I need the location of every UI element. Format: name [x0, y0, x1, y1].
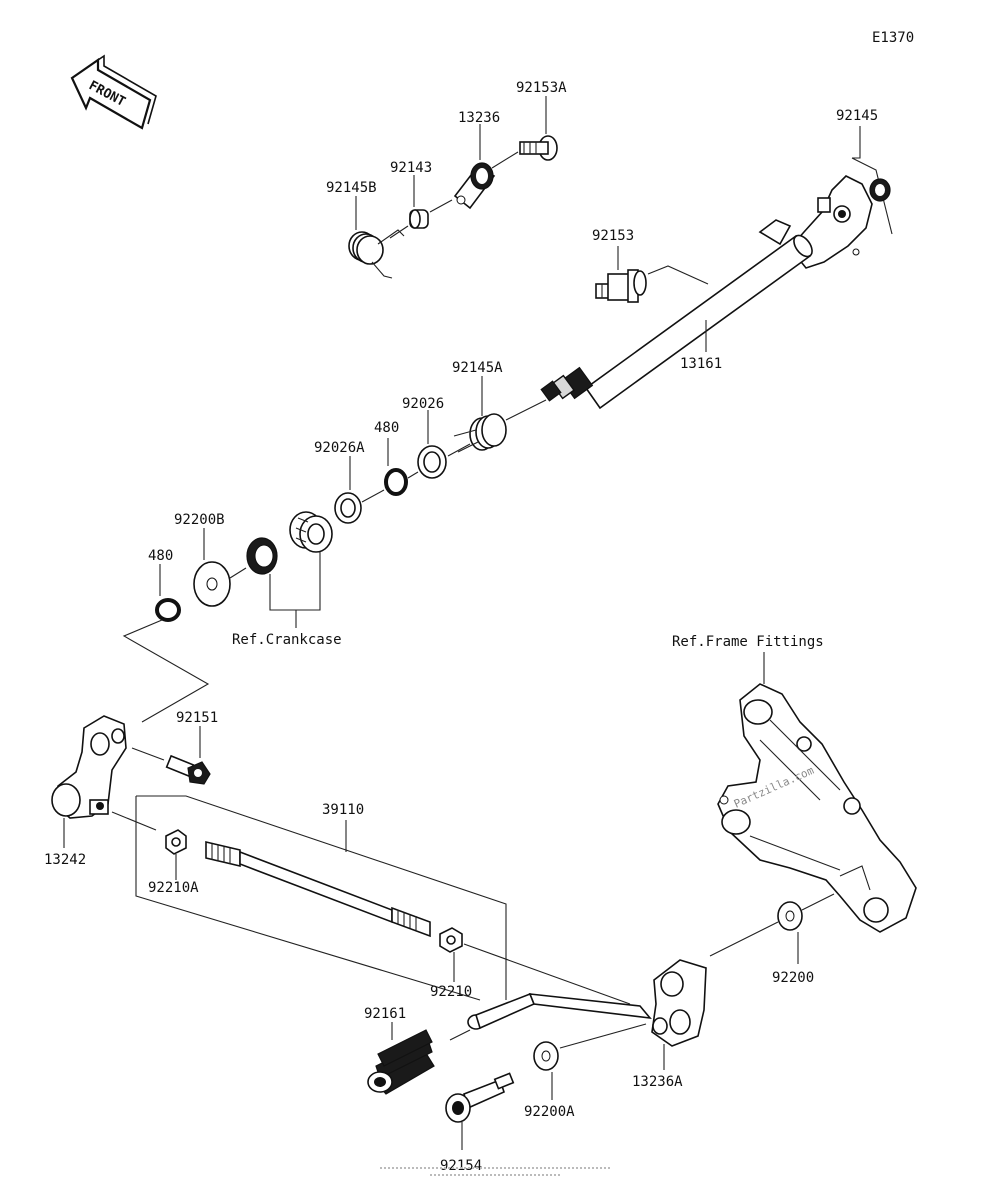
label-92154: 92154 [440, 1158, 482, 1174]
frame-fittings-bracket: Partzilla.com [717, 683, 917, 933]
label-92161: 92161 [364, 1006, 406, 1022]
part-92145B-spring[interactable] [348, 229, 405, 279]
part-13242-shift-lever[interactable] [51, 715, 127, 819]
ref-crankcase: Ref.Crankcase [232, 632, 342, 648]
label-92151: 92151 [176, 710, 218, 726]
label-92145: 92145 [836, 108, 878, 124]
label-92210A: 92210A [148, 880, 199, 896]
label-13236: 13236 [458, 110, 500, 126]
diagram-code: E1370 [872, 30, 914, 46]
part-needle-bearing[interactable] [289, 511, 333, 553]
label-13236A: 13236A [632, 1074, 683, 1090]
label-92200B: 92200B [174, 512, 225, 528]
label-92210: 92210 [430, 984, 472, 1000]
part-92143-collar[interactable] [409, 209, 429, 229]
part-92161-rubber[interactable] [367, 1029, 435, 1095]
label-92153: 92153 [592, 228, 634, 244]
part-92153A-bolt[interactable] [519, 135, 558, 161]
footer-fineprint [380, 1167, 612, 1176]
label-480-lower: 480 [148, 548, 173, 564]
label-92026: 92026 [402, 396, 444, 412]
part-92145A-spring[interactable] [453, 413, 507, 453]
label-92145B: 92145B [326, 180, 377, 196]
part-39110-tie-rod[interactable] [205, 840, 431, 938]
label-92153A: 92153A [516, 80, 567, 96]
part-480-circlip-upper[interactable] [384, 468, 408, 496]
label-39110: 39110 [322, 802, 364, 818]
part-13236-collar[interactable] [453, 162, 496, 210]
front-arrow-icon: FRONT [70, 54, 157, 130]
part-oil-seal[interactable] [246, 537, 278, 575]
part-92153-bolt[interactable] [595, 269, 647, 303]
label-92200A: 92200A [524, 1104, 575, 1120]
part-92154-bolt[interactable] [445, 1072, 515, 1123]
label-92145A: 92145A [452, 360, 503, 376]
part-92151-bolt[interactable] [165, 754, 211, 785]
part-13161-shift-shaft[interactable] [540, 175, 873, 410]
label-92026A: 92026A [314, 440, 365, 456]
part-480-circlip-lower[interactable] [155, 598, 181, 622]
label-13242: 13242 [44, 852, 86, 868]
label-480-upper: 480 [374, 420, 399, 436]
label-13161: 13161 [680, 356, 722, 372]
label-92143: 92143 [390, 160, 432, 176]
part-13236A-shift-pedal[interactable] [467, 959, 707, 1047]
label-92200: 92200 [772, 970, 814, 986]
ref-frame-fittings: Ref.Frame Fittings [672, 634, 824, 650]
